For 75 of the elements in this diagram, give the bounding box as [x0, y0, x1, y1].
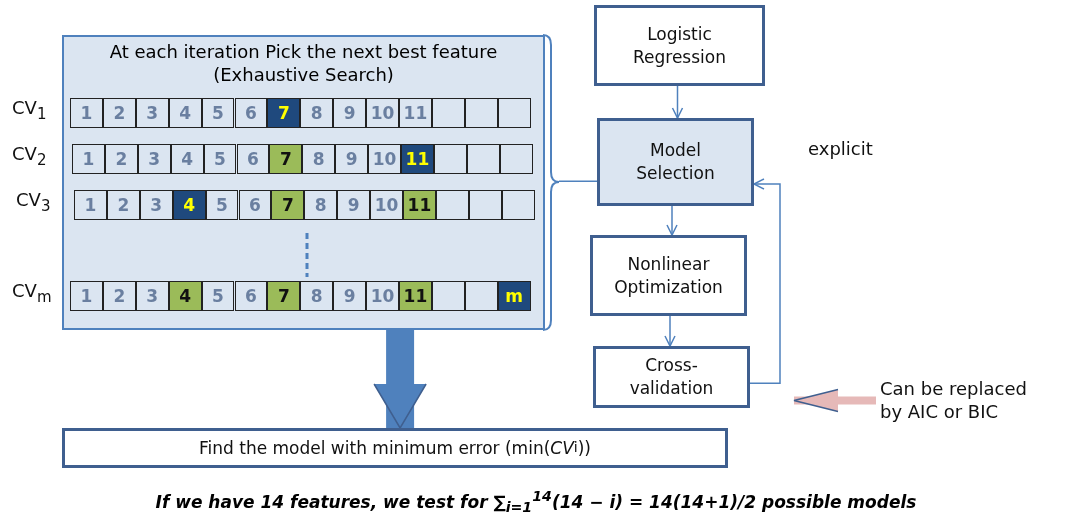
feature-cell: 11 — [401, 144, 434, 174]
arrow — [664, 315, 676, 347]
caption-text: If we have 14 features, we test for ∑$_{i=1}$$^{14}$(14 − i) = 14(14+1)/2 possible models — [154, 488, 918, 516]
feature-cell — [499, 144, 533, 174]
feature-cell: 1 — [72, 144, 105, 174]
feature-cell — [433, 144, 467, 174]
feature-cell: 8 — [300, 281, 334, 311]
arrow — [666, 205, 678, 236]
row-label: CV$_{m}$ — [12, 280, 52, 306]
note-text: Can be replaced by AIC or BIC — [880, 378, 1045, 422]
process-box: Logistic Regression — [594, 5, 765, 86]
process-box: Nonlinear Optimization — [590, 235, 747, 316]
feature-cell: 3 — [137, 144, 171, 174]
feature-cell: 2 — [102, 98, 136, 128]
feature-cell: 4 — [170, 144, 204, 174]
feature-cell: 2 — [104, 144, 138, 174]
row-label: CV$_{2}$ — [12, 143, 47, 169]
feature-cell — [464, 281, 498, 311]
feature-cell: 9 — [333, 281, 367, 311]
panel-heading: At each iteration Pick the next best feature (Exhaustive Search) — [108, 40, 499, 87]
feature-cell: 7 — [267, 98, 301, 128]
block-arrow — [373, 330, 427, 429]
annotation-text: explicit — [808, 138, 873, 159]
connector-line — [558, 180, 598, 183]
feature-cell: 1 — [70, 98, 103, 128]
arrow — [671, 85, 684, 119]
arrow — [749, 178, 781, 384]
feature-cell: 6 — [238, 190, 272, 220]
feature-cell — [468, 190, 502, 220]
feature-cell: 9 — [337, 190, 371, 220]
feature-cell: 8 — [302, 144, 336, 174]
feature-cell: 5 — [201, 281, 235, 311]
row-label: CV$_{3}$ — [16, 189, 51, 215]
feature-cell: 7 — [267, 281, 301, 311]
feature-cell: 9 — [335, 144, 369, 174]
feature-cell — [464, 98, 498, 128]
feature-cell: 7 — [269, 144, 303, 174]
feature-cell: 5 — [205, 190, 239, 220]
feature-cell: 1 — [74, 190, 107, 220]
feature-cell: 11 — [399, 281, 432, 311]
feature-cell: 4 — [168, 98, 202, 128]
process-box: Model Selection — [597, 118, 754, 206]
panel-background — [62, 35, 545, 330]
feature-cell: 5 — [203, 144, 237, 174]
feature-cell: 11 — [403, 190, 436, 220]
feature-cell: 8 — [300, 98, 334, 128]
feature-cell: 6 — [236, 144, 270, 174]
feature-cell: 11 — [399, 98, 432, 128]
feature-cell: 3 — [139, 190, 173, 220]
feature-cell: 10 — [366, 281, 399, 311]
feature-cell — [435, 190, 469, 220]
feature-cell: 10 — [370, 190, 403, 220]
feature-cell: 1 — [70, 281, 103, 311]
feature-cell: 7 — [271, 190, 305, 220]
feature-cell: m — [497, 281, 531, 311]
feature-cell — [497, 98, 531, 128]
feature-cell — [501, 190, 535, 220]
feature-cell — [431, 98, 465, 128]
feature-cell: 2 — [102, 281, 136, 311]
feature-cell — [466, 144, 500, 174]
feature-cell: 10 — [366, 98, 399, 128]
process-box: Cross-validation — [593, 346, 750, 408]
feature-cell: 5 — [201, 98, 235, 128]
feature-cell: 3 — [135, 281, 169, 311]
feature-cell: 9 — [333, 98, 367, 128]
feature-cell: 3 — [135, 98, 169, 128]
row-label: CV$_{1}$ — [12, 97, 47, 123]
feature-cell: 8 — [304, 190, 338, 220]
feature-cell: 4 — [168, 281, 202, 311]
feature-cell: 6 — [234, 281, 268, 311]
feature-cell: 6 — [234, 98, 268, 128]
feature-cell — [431, 281, 465, 311]
feature-cell: 10 — [368, 144, 401, 174]
feature-cell: 2 — [106, 190, 140, 220]
feature-cell: 4 — [172, 190, 206, 220]
